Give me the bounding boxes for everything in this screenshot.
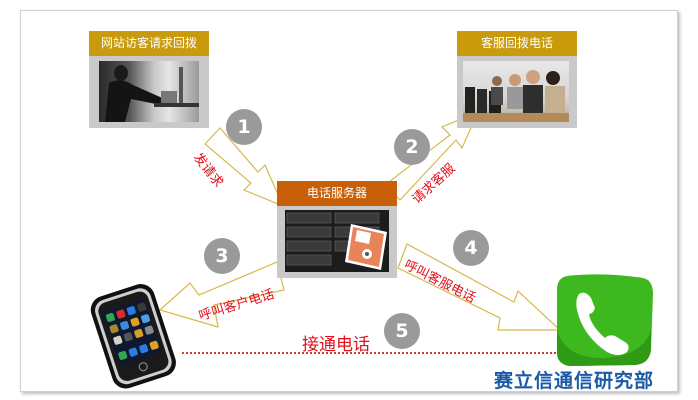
step-4-badge: 4 — [453, 230, 489, 266]
server-photo — [277, 206, 397, 278]
step-1-badge: 1 — [226, 109, 262, 145]
green-phone-icon — [557, 274, 653, 366]
agent-node: 客服回拨电话 — [457, 31, 577, 128]
server-header: 电话服务器 — [277, 181, 397, 206]
agent-photo — [457, 56, 577, 128]
floppy-disk-icon — [345, 224, 387, 270]
arrow-3-shape — [158, 261, 285, 328]
connect-label: 接通电话 — [302, 335, 370, 355]
visitor-header: 网站访客请求回拨 — [89, 31, 209, 56]
watermark: 赛立信通信研究部 — [494, 370, 655, 392]
visitor-node: 网站访客请求回拨 — [89, 31, 209, 128]
call-center-agents-icon — [463, 70, 569, 122]
smartphone-icon — [90, 284, 176, 389]
woman-at-desk-icon — [105, 65, 199, 122]
connect-line — [182, 352, 560, 354]
step-3-badge: 3 — [204, 238, 240, 274]
server-rack-icon — [286, 212, 387, 270]
arrow-4-shape — [397, 243, 562, 331]
visitor-photo — [89, 56, 209, 128]
server-node: 电话服务器 — [277, 181, 397, 278]
step-5-badge: 5 — [384, 313, 420, 349]
agent-header: 客服回拨电话 — [457, 31, 577, 56]
step-2-badge: 2 — [394, 129, 430, 165]
arrow-1-shape — [204, 127, 285, 208]
